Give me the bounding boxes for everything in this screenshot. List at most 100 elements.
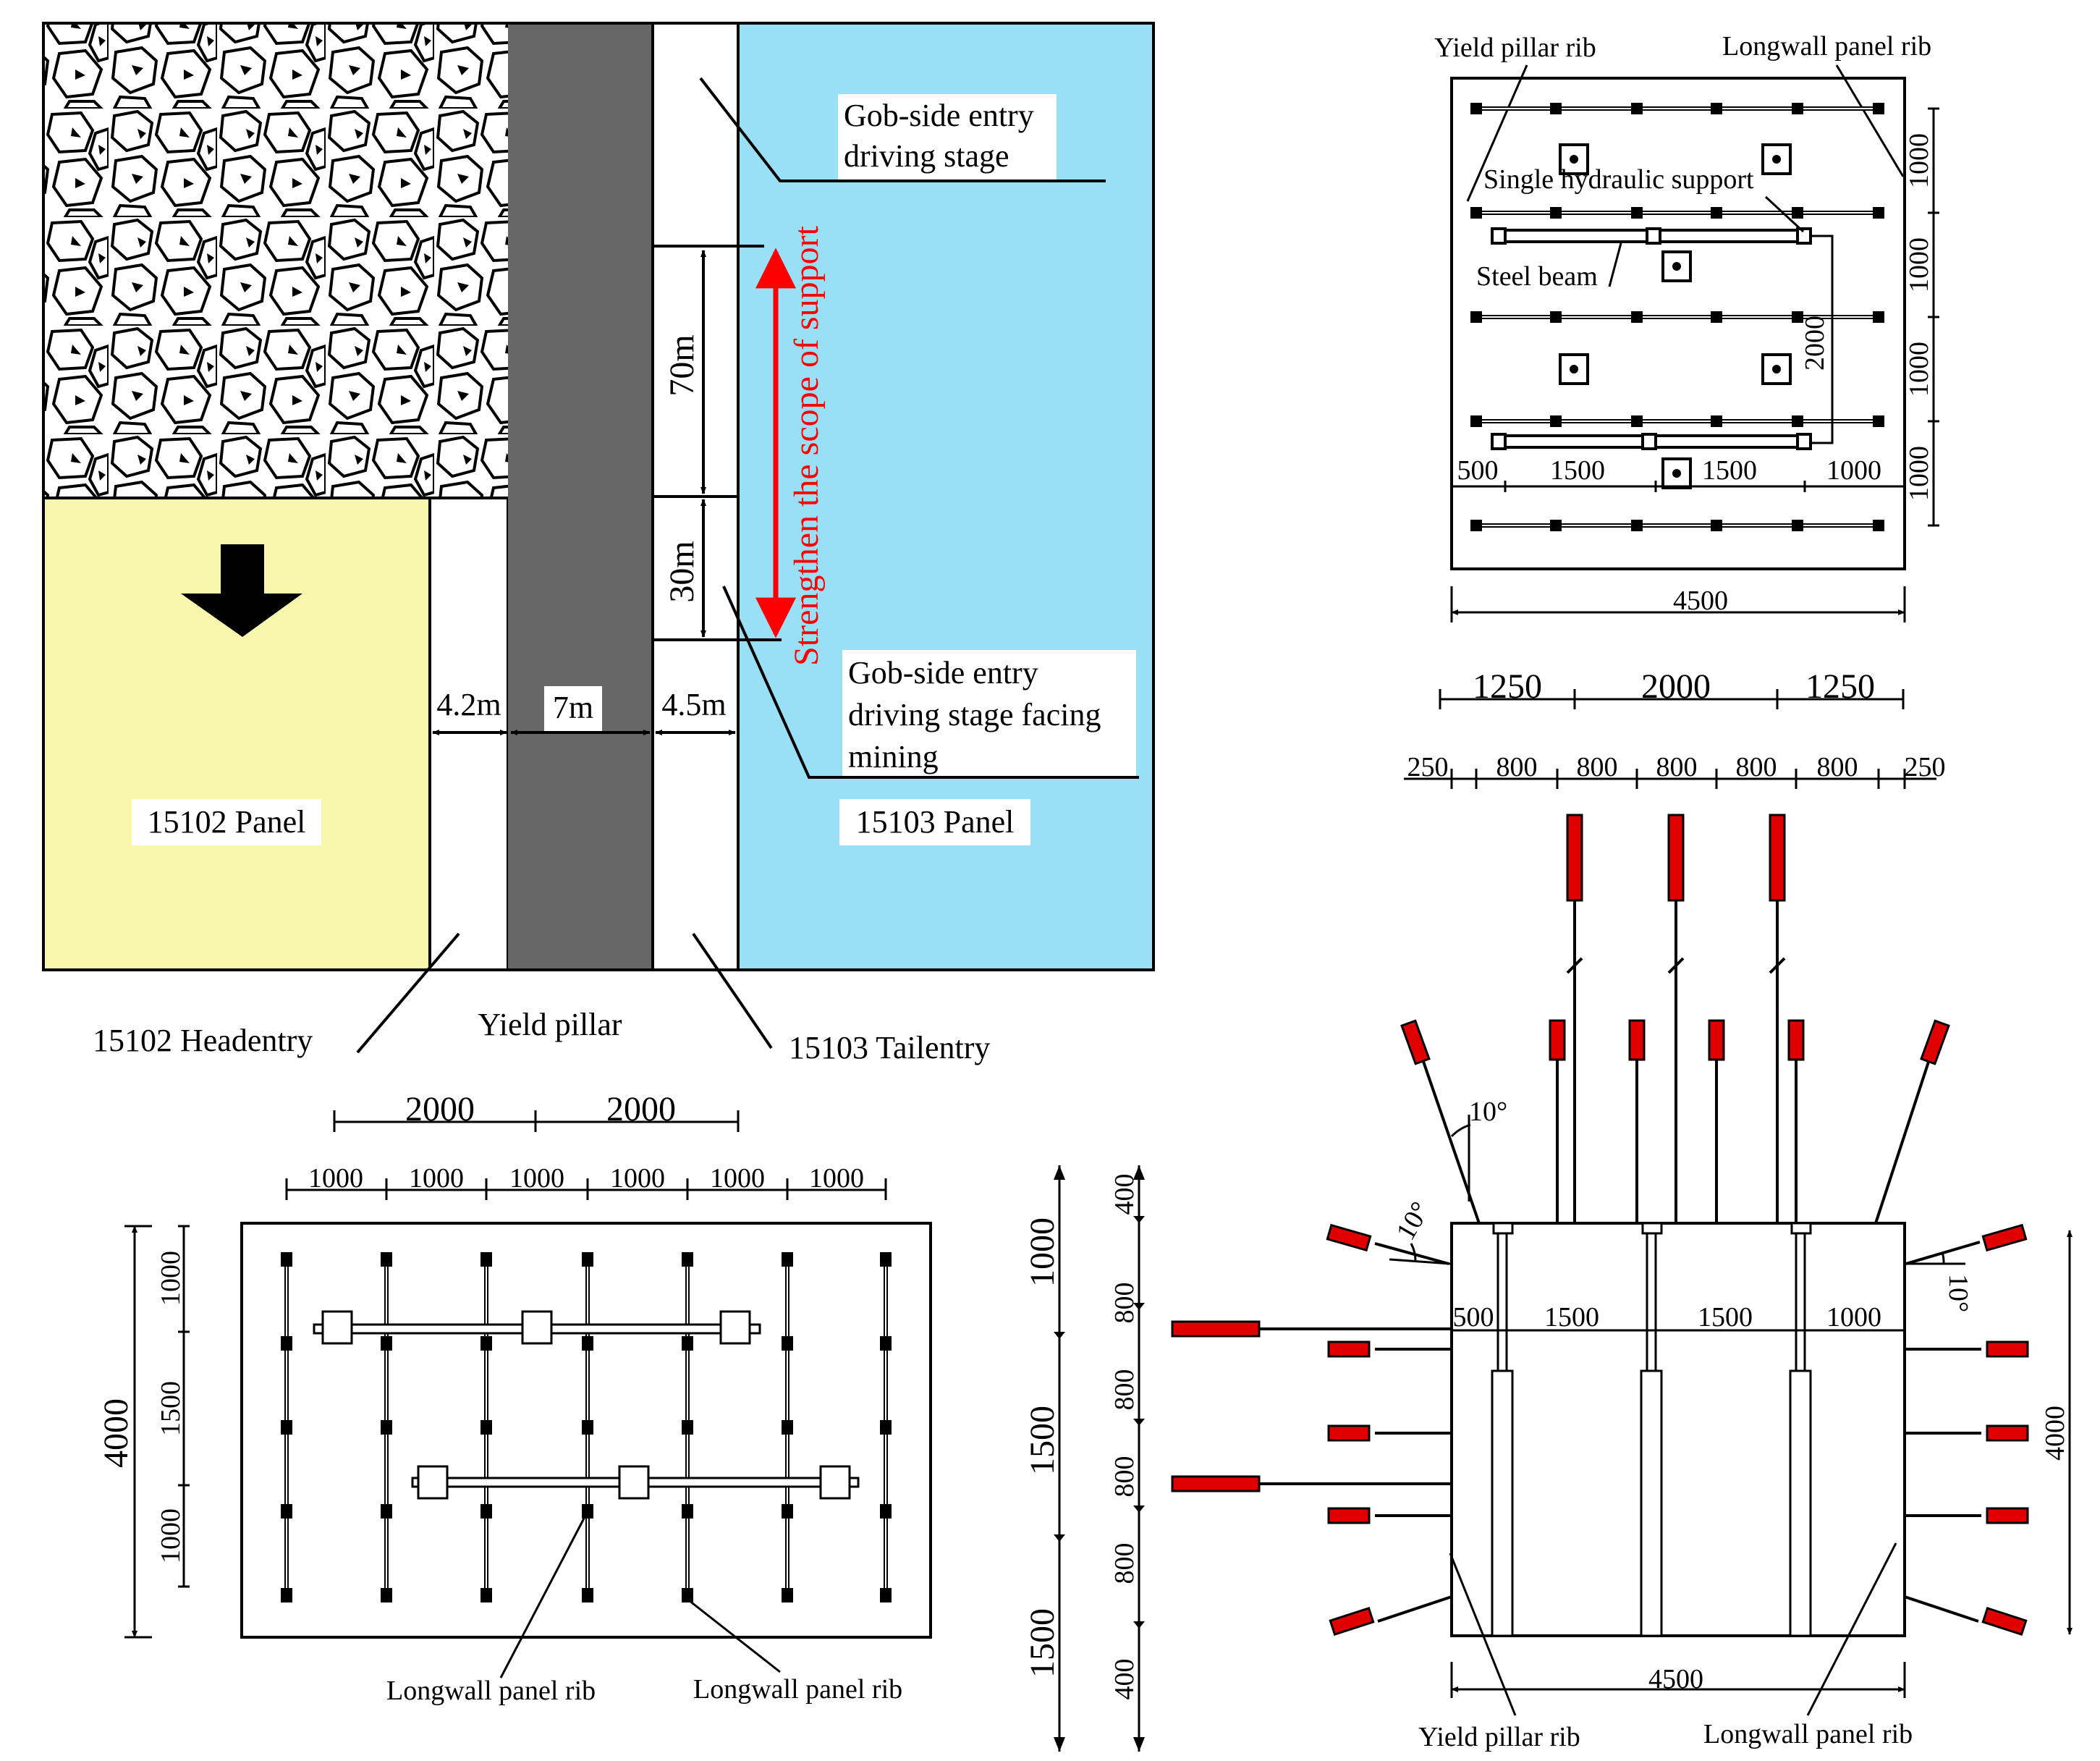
rib-bolt-column xyxy=(582,1252,593,1602)
w-pillar-box xyxy=(544,686,602,731)
rib-bolt xyxy=(782,1252,793,1267)
roof-bolt-row xyxy=(1470,520,1884,531)
steel-beam-label: Steel beam xyxy=(1476,261,1598,292)
rib-bolt xyxy=(381,1588,392,1602)
panel-15103-label: 15103 Panel xyxy=(856,804,1015,840)
roof-bolt xyxy=(1711,207,1722,219)
rib-bolt xyxy=(880,1420,892,1435)
gob-stage-leader xyxy=(699,77,1106,182)
sec-left-inner-3: 800 xyxy=(1109,1369,1140,1411)
rib-bolt xyxy=(381,1504,392,1519)
rib-bolt xyxy=(782,1420,793,1435)
rib-height-label: 4000 xyxy=(97,1398,135,1468)
rib-bolt xyxy=(682,1336,693,1351)
panel-15102-label: 15102 Panel xyxy=(148,804,306,840)
sec-row-dim-1: 500 xyxy=(1453,1302,1494,1333)
sec-left-outer-3: 1500 xyxy=(1023,1608,1062,1678)
roof-bolt-row xyxy=(1470,103,1884,114)
panel-plan-view: 70m 30m Strengthen the scope of support … xyxy=(42,22,1155,1065)
roof-bolt xyxy=(1470,415,1482,427)
length-30m: 30m xyxy=(663,541,701,602)
mining-direction-arrow xyxy=(181,544,302,637)
sec-sub-dim-4: 800 xyxy=(1656,752,1698,782)
sec-row-dim-3: 1500 xyxy=(1698,1302,1753,1333)
roof-bolt xyxy=(1711,415,1722,427)
strengthen-label: Strengthen the scope of support xyxy=(787,225,826,666)
roof-bolt-row xyxy=(1470,311,1884,323)
rib-bolt xyxy=(480,1588,492,1602)
sec-height-label: 4000 xyxy=(2040,1406,2070,1461)
roof-width-label: 4500 xyxy=(1673,586,1728,616)
rib-bolt xyxy=(480,1336,492,1351)
roof-bolt xyxy=(1470,311,1482,323)
sec-left-inner-4: 800 xyxy=(1109,1456,1140,1498)
gob-area xyxy=(43,23,508,498)
single-support-label: Single hydraulic support xyxy=(1483,164,1754,195)
sec-row-dim-2: 1500 xyxy=(1544,1302,1599,1333)
roof-frame xyxy=(1450,77,1906,570)
sec-yield-rib-label: Yield pillar rib xyxy=(1418,1722,1580,1752)
rib-sub-dim-4: 1000 xyxy=(610,1163,665,1194)
rib-sub-dim-6: 1000 xyxy=(809,1163,864,1194)
rib-bolt xyxy=(682,1420,693,1435)
rib-bolt xyxy=(880,1336,892,1351)
rib-bolt xyxy=(880,1252,892,1267)
rib-top-dim-2: 2000 xyxy=(606,1090,676,1128)
roof-right-dim-1: 1000 xyxy=(1904,133,1934,188)
section-frame xyxy=(1450,1222,1906,1637)
sec-width-label: 4500 xyxy=(1648,1664,1703,1694)
roof-bolt-rows xyxy=(1470,103,1884,531)
rib-bolt xyxy=(480,1252,492,1267)
rib-bolt xyxy=(782,1336,793,1351)
width-tailentry: 4.5m xyxy=(661,687,726,722)
roof-cable-anchors xyxy=(1400,814,1950,1065)
roof-2000-label: 2000 xyxy=(1800,316,1830,371)
roof-bolt xyxy=(1631,207,1643,219)
roof-bolt xyxy=(1711,311,1722,323)
sec-left-inner-5: 800 xyxy=(1109,1543,1140,1584)
panel-15102-box xyxy=(132,799,321,845)
rib-sub-dim-2: 1000 xyxy=(409,1163,464,1194)
sec-top-dim-3: 1250 xyxy=(1805,667,1875,706)
rib-sub-dim-3: 1000 xyxy=(509,1163,564,1194)
sec-angle-top: 10° xyxy=(1469,1097,1507,1127)
roof-row-dim-1: 500 xyxy=(1457,455,1499,486)
rib-support-plan: 2000 2000 1000 1000 1000 1000 1000 1000 … xyxy=(97,1090,932,1706)
roof-bolt xyxy=(1470,207,1482,219)
roof-right-dim-4: 1000 xyxy=(1904,446,1934,501)
rib-right-label: Longwall panel rib xyxy=(693,1674,902,1705)
rib-bolt xyxy=(782,1588,793,1602)
roof-bolt xyxy=(1631,311,1643,323)
sec-sub-dim-6: 800 xyxy=(1817,752,1858,782)
roof-bolt-row xyxy=(1470,415,1884,427)
roof-bolt xyxy=(1550,520,1562,531)
rib-bolt xyxy=(281,1588,292,1602)
roof-bolt xyxy=(1792,207,1803,219)
roof-bolt xyxy=(1631,415,1643,427)
roof-bolt xyxy=(1711,520,1722,531)
yield-pillar xyxy=(508,23,653,970)
sec-sub-dim-5: 800 xyxy=(1736,752,1777,782)
sec-sub-dim-1: 250 xyxy=(1407,752,1449,782)
roof-bolt xyxy=(1792,311,1803,323)
headentry-leader xyxy=(356,932,460,1054)
roof-bolt-row xyxy=(1470,207,1884,219)
rib-bolt xyxy=(582,1504,593,1519)
rib-bolt xyxy=(782,1504,793,1519)
rib-bolt xyxy=(682,1588,693,1602)
roof-right-dim-2: 1000 xyxy=(1904,237,1934,292)
gob-stage-box xyxy=(838,94,1057,180)
roof-bolt xyxy=(1873,311,1884,323)
roof-bolt xyxy=(1873,103,1884,114)
roof-cables xyxy=(1420,898,1932,1224)
roof-yield-rib-label: Yield pillar rib xyxy=(1434,33,1596,63)
rib-top-dim-1: 2000 xyxy=(405,1090,475,1128)
panel-15103-box xyxy=(839,799,1030,845)
tailentry-label: 15103 Tailentry xyxy=(789,1030,990,1065)
roof-bolt xyxy=(1873,520,1884,531)
rib-sub-dim-5: 1000 xyxy=(710,1163,765,1194)
rib-bolt xyxy=(880,1504,892,1519)
width-headentry: 4.2m xyxy=(436,687,501,722)
width-pillar: 7m xyxy=(553,690,593,725)
